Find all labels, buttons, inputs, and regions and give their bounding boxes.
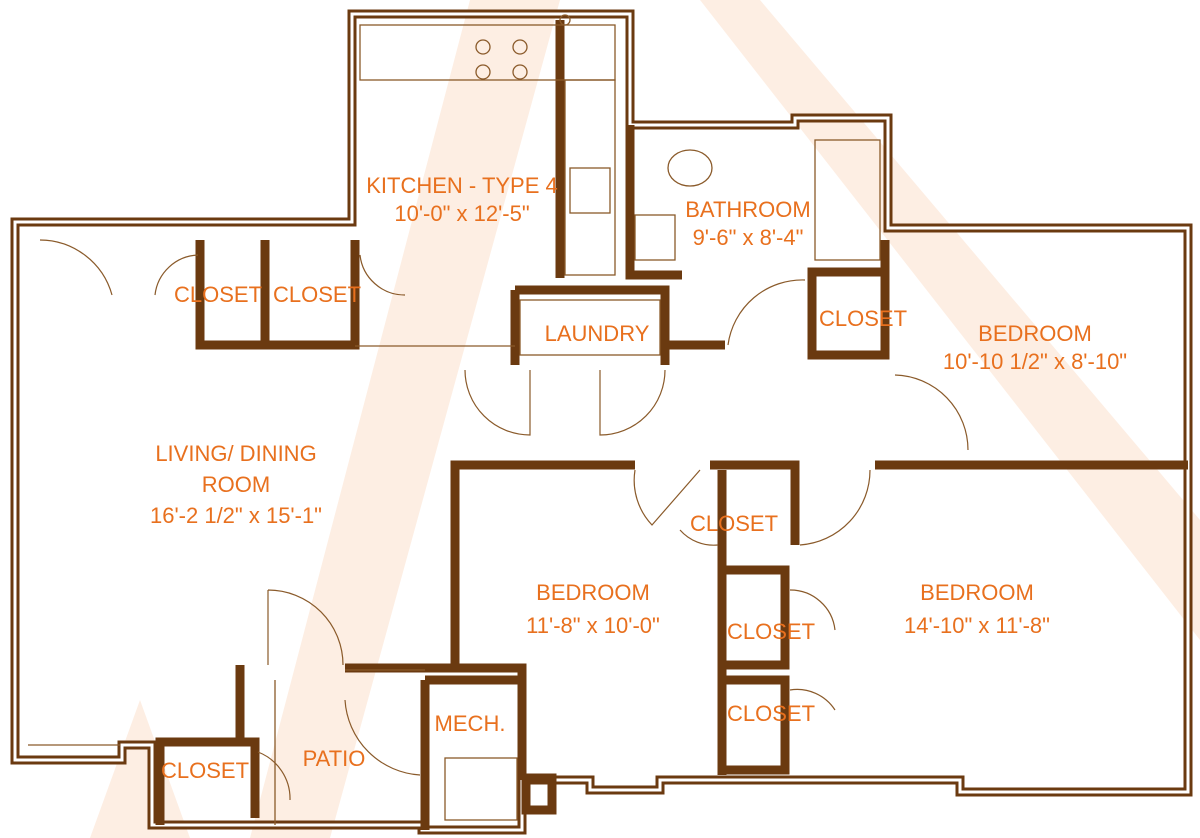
- laundry-label: LAUNDRY: [545, 320, 650, 348]
- bedroom-se-label: BEDROOM 14'-10" x 11'-8": [904, 576, 1050, 642]
- room-dims: 9'-6" x 8'-4": [692, 225, 804, 250]
- room-name: BEDROOM: [920, 580, 1034, 605]
- room-dims: 10'-0" x 12'-5": [394, 201, 530, 226]
- closet-label: CLOSET: [726, 619, 816, 644]
- bathroom-label: BATHROOM 9'-6" x 8'-4": [685, 196, 810, 252]
- room-dims: 11'-8" x 10'-0": [526, 613, 660, 638]
- background-shapes: [90, 0, 1200, 838]
- room-name: PATIO: [302, 746, 366, 771]
- room-dims: 16'-2 1/2" x 15'-1": [149, 503, 323, 528]
- door-swings: [28, 239, 969, 825]
- bedroom-ne-label: BEDROOM 10'-10 1/2" x 8'-10": [943, 320, 1127, 376]
- room-name: LAUNDRY: [544, 321, 650, 346]
- closet-label: CLOSET: [173, 282, 263, 307]
- closet-label: CLOSET: [160, 758, 250, 783]
- room-name: ROOM: [201, 472, 271, 497]
- room-name: KITCHEN - TYPE 4: [366, 173, 558, 198]
- closet-label: CLOSET: [689, 511, 779, 536]
- room-dims: 10'-10 1/2" x 8'-10": [942, 349, 1128, 374]
- patio-label: PATIO: [303, 745, 366, 773]
- room-name: BEDROOM: [978, 321, 1092, 346]
- bedroom-center-label: BEDROOM 11'-8" x 10'-0": [526, 576, 660, 642]
- living-dining-label: LIVING/ DINING ROOM 16'-2 1/2" x 15'-1": [150, 438, 322, 531]
- mech-label: MECH.: [435, 710, 506, 738]
- closet-label: CLOSET: [726, 701, 816, 726]
- room-name: LIVING/ DINING: [155, 441, 317, 466]
- walls: [10, 9, 1193, 835]
- room-name: BATHROOM: [685, 197, 811, 222]
- fixtures: [359, 14, 881, 821]
- closet-label: CLOSET: [272, 282, 362, 307]
- closet-label: CLOSET: [818, 306, 908, 331]
- room-dims: 14'-10" x 11'-8": [904, 613, 1050, 638]
- room-name: MECH.: [434, 711, 506, 736]
- room-name: BEDROOM: [536, 580, 650, 605]
- kitchen-label: KITCHEN - TYPE 4 10'-0" x 12'-5": [366, 172, 558, 228]
